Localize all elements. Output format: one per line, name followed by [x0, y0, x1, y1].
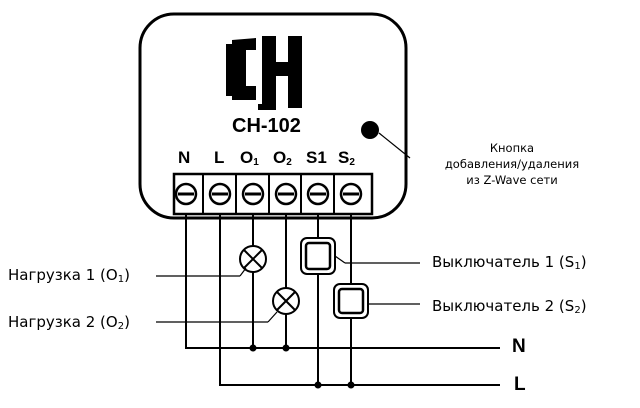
lamp-1-icon — [239, 245, 267, 273]
terminal-label-n: N — [178, 148, 191, 167]
ch-logo — [226, 36, 302, 110]
bus-label-l: L — [514, 374, 526, 395]
load-1-label: Нагрузка 1 (O1) — [8, 266, 130, 285]
terminal-screw-o1 — [235, 174, 265, 214]
junction-dots — [249, 344, 355, 389]
switch-1-label: Выключатель 1 (S1) — [432, 253, 587, 272]
bus-label-n: N — [512, 336, 526, 357]
button-leader-line — [378, 132, 411, 159]
terminal-block — [172, 172, 374, 216]
device-model: CH-102 — [232, 115, 301, 137]
terminal-label-s1: S1 — [306, 148, 327, 167]
switch-2-icon — [333, 283, 369, 319]
terminal-label-o2: O2 — [273, 148, 292, 168]
label-leaders — [156, 255, 420, 323]
pairing-button-icon[interactable] — [361, 121, 379, 139]
terminal-screw-s1 — [300, 174, 330, 214]
terminal-label-o1: O1 — [240, 148, 259, 168]
terminal-screw-l — [202, 174, 232, 214]
switch-2-label: Выключатель 2 (S2) — [432, 297, 587, 316]
terminal-screw-s2 — [333, 174, 363, 214]
terminal-label-s2: S2 — [338, 148, 355, 168]
load-2-label: Нагрузка 2 (O2) — [8, 313, 130, 332]
terminal-screw-n — [174, 182, 198, 206]
terminal-label-l: L — [214, 148, 225, 167]
wires — [185, 214, 500, 386]
terminal-screw-o2 — [268, 174, 298, 214]
lamp-2-icon — [272, 287, 300, 315]
pairing-button-note: Кнопка добавления/удаления из Z-Wave сет… — [444, 141, 580, 187]
device-body — [138, 12, 408, 220]
switch-1-icon — [300, 237, 336, 275]
